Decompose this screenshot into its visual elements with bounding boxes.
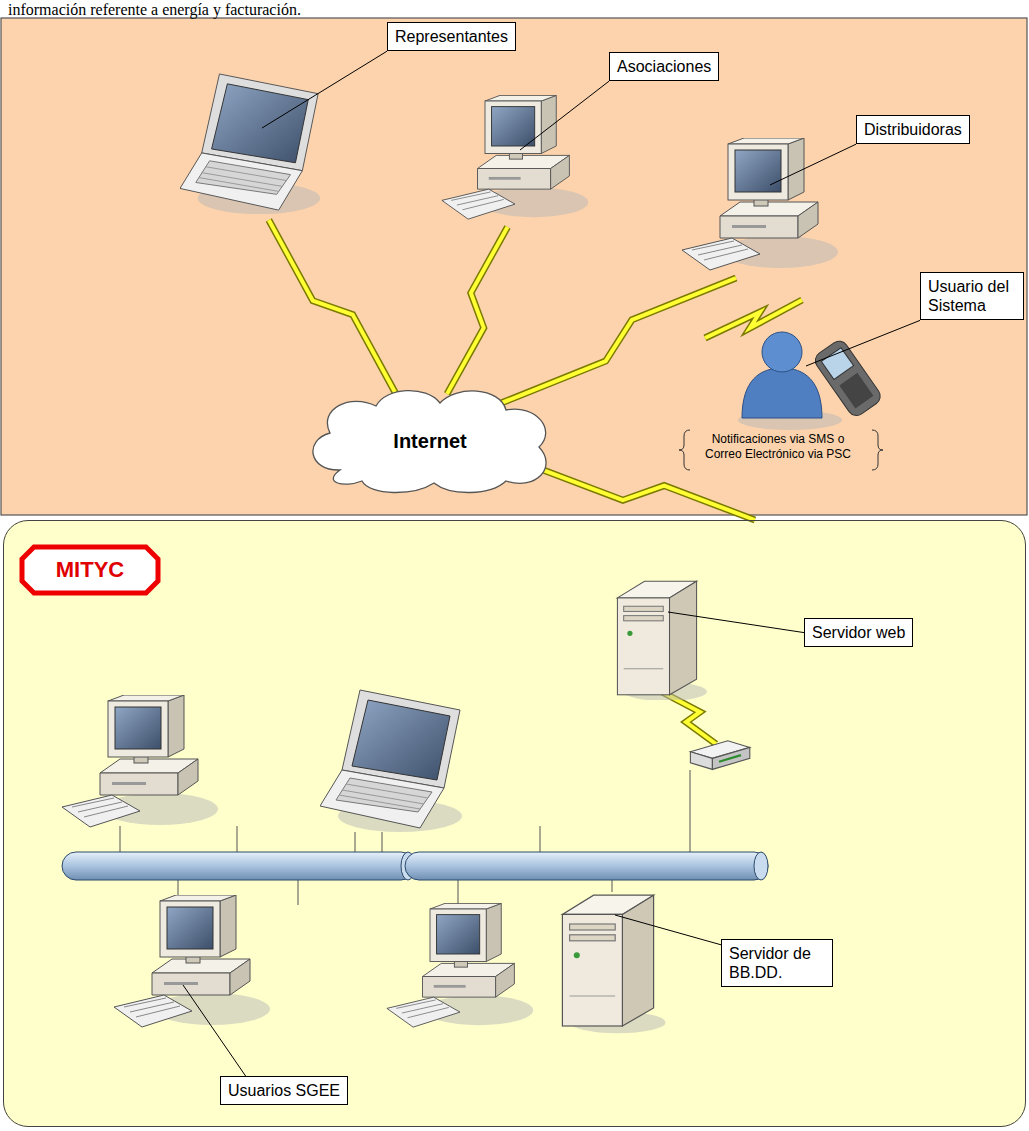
leader-line xyxy=(520,81,609,150)
database-server-icon xyxy=(562,895,665,1033)
label-box: Usuario del Sistema xyxy=(920,272,1024,320)
desktop-icon xyxy=(682,138,838,270)
caption-text: información referente a energía y factur… xyxy=(8,0,301,20)
lightning-connector xyxy=(532,466,755,520)
connector-outline xyxy=(502,278,736,403)
leader-line xyxy=(770,144,856,185)
leader-line xyxy=(615,915,721,945)
node-text: Servidor web xyxy=(812,624,905,641)
connector-outline xyxy=(447,227,507,394)
web-server-icon xyxy=(617,581,707,701)
network-bus-pipe xyxy=(62,852,768,880)
laptop-icon xyxy=(320,690,462,832)
node-text: Internet xyxy=(393,430,466,453)
brackets xyxy=(679,430,883,470)
node-text: Usuario del Sistema xyxy=(928,278,1009,314)
cloud-outline xyxy=(313,391,546,493)
mityc-region: MITYC Servidor webServidor de BB.DD. Usuar… xyxy=(3,520,1026,1127)
label-box: Asociaciones xyxy=(609,52,719,81)
asociaciones-node: Asociaciones xyxy=(440,95,590,227)
representantes-node: Representantes xyxy=(180,72,328,220)
distribuidoras-node: Distribuidoras xyxy=(680,138,840,278)
lightning-connector xyxy=(502,278,736,403)
node-text: Distribuidoras xyxy=(864,121,962,138)
node-text: Servidor de BB.DD. xyxy=(729,945,811,981)
connector-outline xyxy=(532,466,755,520)
internet-zone xyxy=(1,18,1027,515)
mityc-zone-fill xyxy=(3,520,1026,1127)
internet-cloud: Internet xyxy=(300,385,560,497)
user-icon xyxy=(738,332,884,430)
leader-line xyxy=(183,985,246,1076)
leader-line xyxy=(668,612,804,633)
node-text: Usuarios SGEE xyxy=(228,1082,340,1099)
leader-lines xyxy=(183,51,920,1076)
node-text: MITYC xyxy=(56,557,124,583)
users-label: Usuarios SGEE xyxy=(220,1076,348,1105)
node-text: Representantes xyxy=(395,28,508,45)
server-label: Servidor web xyxy=(804,618,913,647)
router-icon xyxy=(690,741,749,770)
server-label: Servidor de BB.DD. xyxy=(721,939,833,987)
user-node: Usuario del Sistema xyxy=(735,300,900,428)
desktop-icon xyxy=(114,895,270,1027)
lightning-link xyxy=(532,466,755,520)
note-text: Notificaciones via SMS o Correo Electrón… xyxy=(693,432,863,462)
desktop-icon xyxy=(62,695,218,827)
lightning-link xyxy=(447,227,507,394)
connector-outline xyxy=(269,220,397,395)
mityc-badge: MITYC xyxy=(19,544,161,596)
lightning-link xyxy=(502,278,736,403)
node-text: Asociaciones xyxy=(617,58,711,75)
label-box: Distribuidoras xyxy=(856,115,970,144)
lightning-connector xyxy=(447,227,507,394)
lightning-connector xyxy=(269,220,397,395)
leader-line xyxy=(806,320,920,366)
lightning-link xyxy=(269,220,397,395)
laptop-icon xyxy=(180,74,320,214)
desktop-icon xyxy=(387,903,533,1027)
octagon-outline xyxy=(22,547,158,593)
leader-line xyxy=(262,51,387,128)
label-box: Representantes xyxy=(387,22,516,51)
